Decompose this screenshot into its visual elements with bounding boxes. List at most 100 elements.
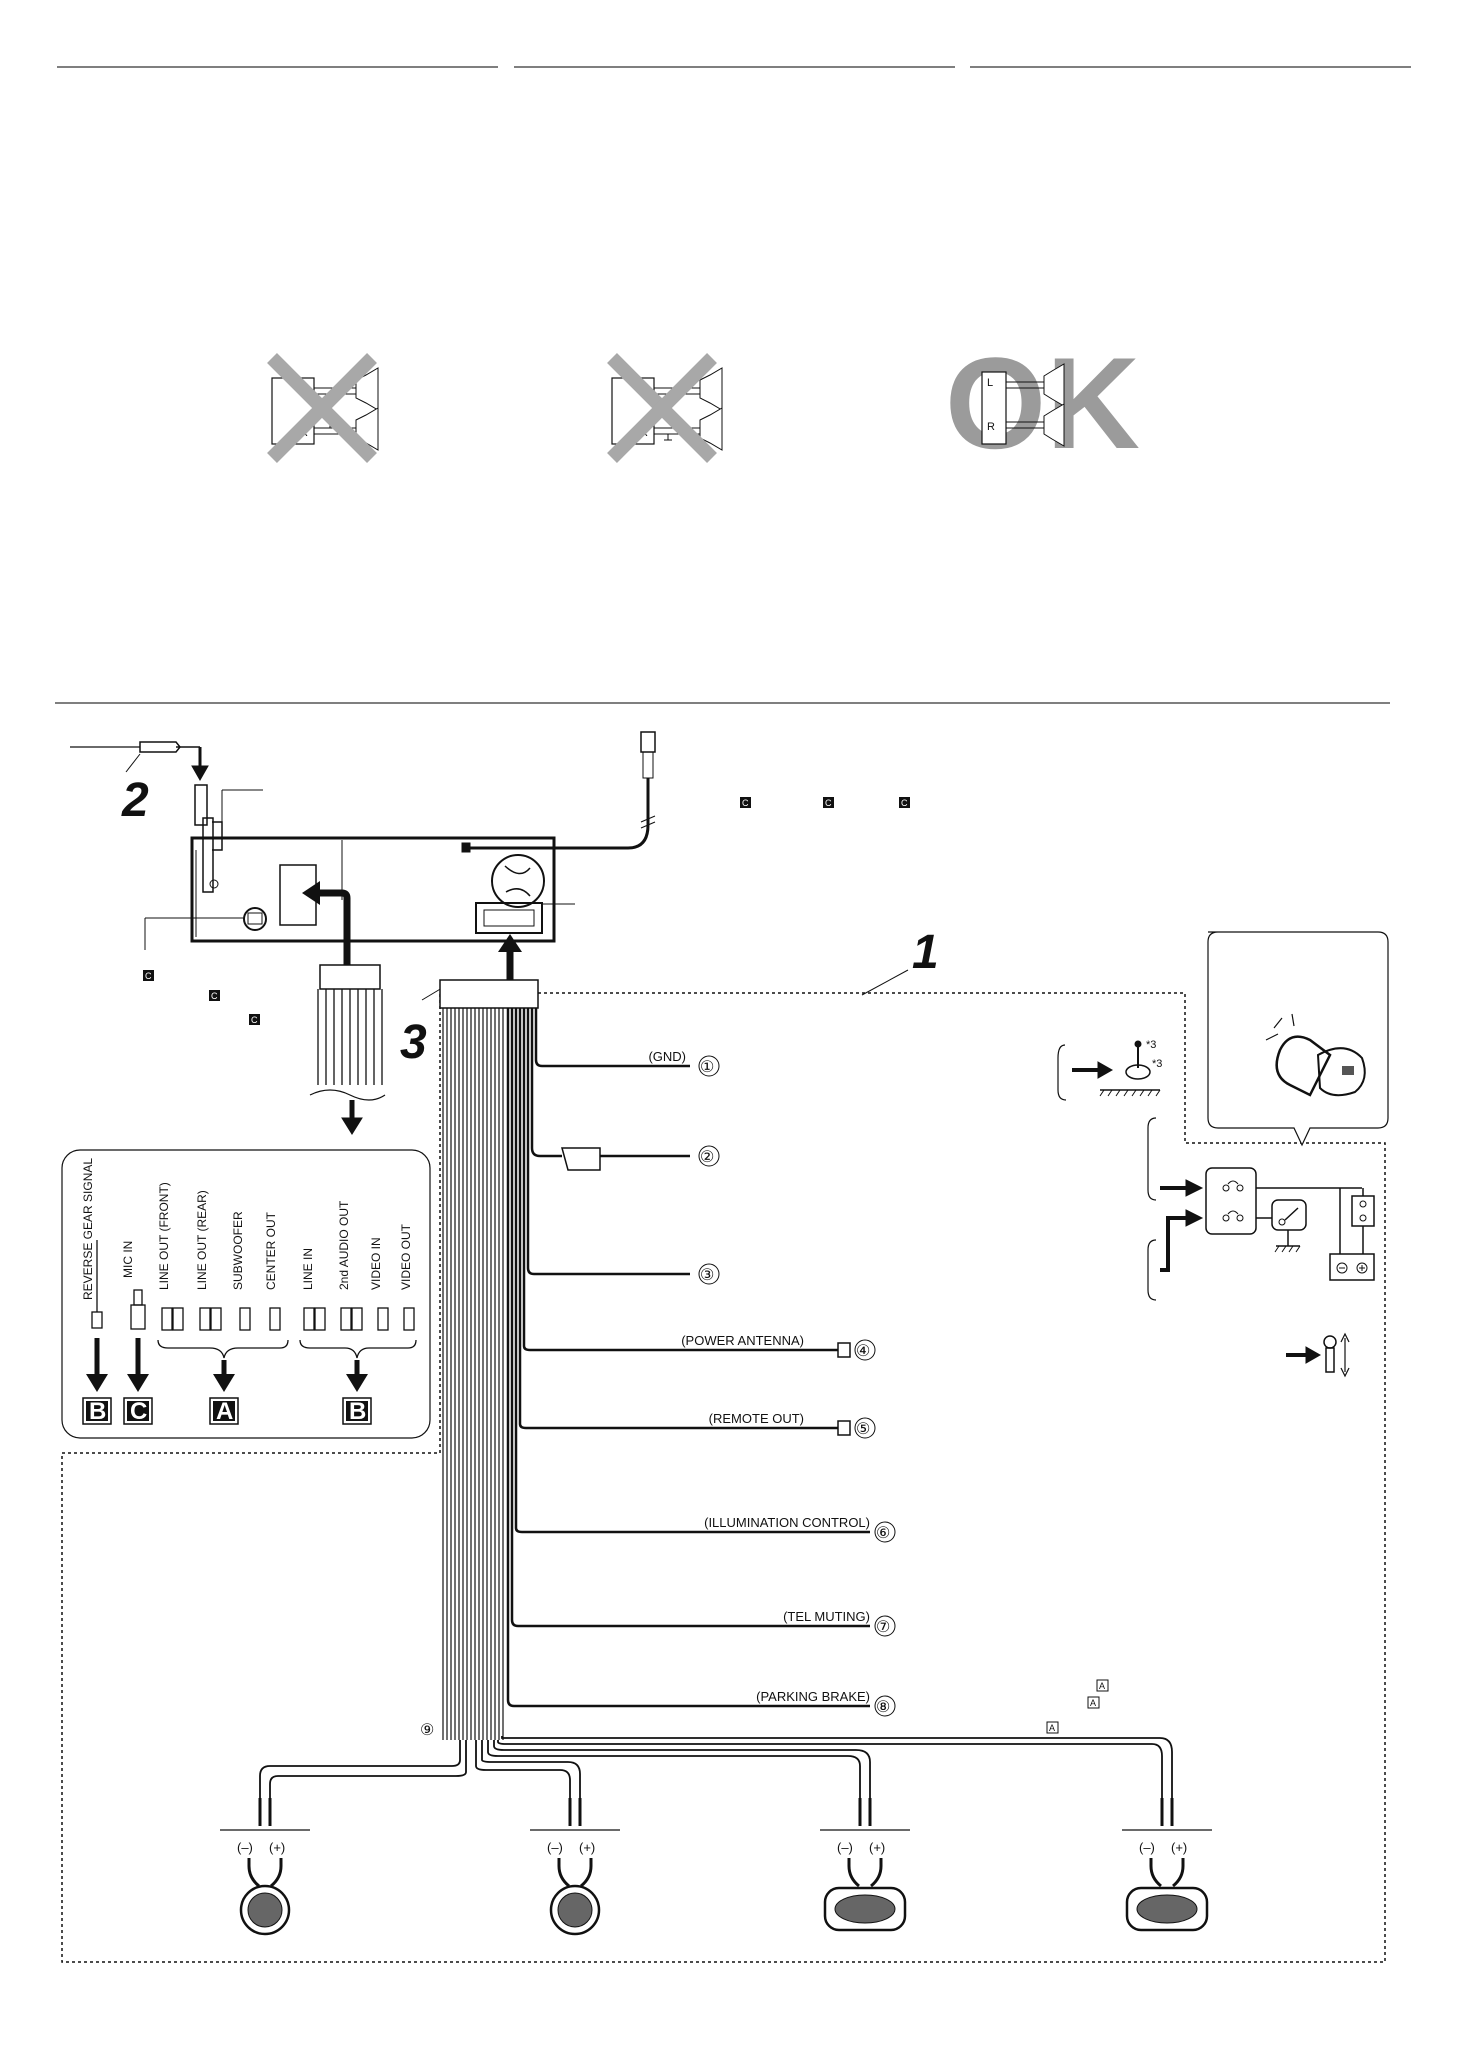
ground-note-marker: *3 [1146,1039,1156,1051]
marker-c: C [825,798,832,808]
rca-plugs [91,1240,417,1359]
marker-a: A [1099,1681,1105,1691]
marker-c: C [901,798,908,808]
wire-number-badge [874,1615,896,1637]
wire-number-badge [698,1055,720,1077]
arrow-right-icon [1305,1346,1322,1364]
wire-label: (POWER ANTENNA) [681,1333,804,1348]
speaker-unit: (–) (+) [1122,1798,1212,1932]
rca-label-list: REVERSE GEAR SIGNAL MIC IN LINE OUT (FRONT… [81,1158,413,1300]
wire-label: (PARKING BRAKE) [756,1689,870,1704]
rca-label: MIC IN [121,1241,135,1278]
wire-number: ④ [856,1343,870,1360]
wrong-connection-2: L R [607,353,723,463]
group-box-b: B [349,1398,366,1425]
polarity-positive: (+) [1171,1840,1187,1855]
marker-c: C [251,1015,258,1025]
ground-note-marker: *3 [1152,1058,1162,1070]
polarity-negative: (–) [1139,1840,1155,1855]
speaker-wires [259,1736,1173,1798]
arrow-right-icon [1185,1209,1204,1227]
wire-number: ⑧ [876,1699,890,1716]
arrow-left-icon [302,881,320,905]
brake-switch [1286,1332,1350,1378]
group-box-b: B [89,1398,106,1425]
ok-mark: OK [945,330,1140,476]
wire-number-badge [698,1263,720,1285]
wire-number-badge [698,1145,720,1167]
marker-c: C [742,798,749,808]
aux-cable [461,731,656,853]
group-box-a: A [216,1398,233,1425]
right-channel-label: R [987,421,995,433]
wire-label: (GND) [648,1049,686,1064]
wire-number-badge [854,1417,876,1439]
main-harness [439,979,870,1740]
rca-label: LINE OUT (FRONT) [157,1182,171,1290]
step-3-number: 3 [400,1016,427,1069]
marker-a: A [1090,1698,1096,1708]
arrow-down-icon [341,1117,363,1135]
speaker-icon [1043,403,1065,447]
speaker-unit: (–) (+) [530,1798,620,1936]
c-markers: C C C C C C [143,797,910,1025]
wire-label: (TEL MUTING) [783,1609,870,1624]
wire-number: ⑦ [876,1619,890,1636]
polarity-positive: (+) [869,1840,885,1855]
group-boxes: B C A B [82,1397,372,1425]
wire-number-badge [874,1695,896,1717]
wire-number-badge [874,1521,896,1543]
arrow-right-icon [1097,1061,1114,1079]
arrow-down-icon [191,765,209,782]
wrong-connection-1: L R [267,353,379,463]
polarity-negative: (–) [837,1840,853,1855]
wire-label: (REMOTE OUT) [709,1411,804,1426]
arrow-up-icon [498,934,522,952]
rca-label: LINE OUT (REAR) [195,1190,209,1290]
left-channel-label: L [987,377,993,389]
rca-harness [61,964,431,1439]
rca-label: SUBWOOFER [231,1211,245,1290]
antenna-plug [70,741,209,826]
wire-number: ③ [700,1267,714,1284]
speaker-unit: (–) (+) [220,1798,310,1936]
wire-number: ① [700,1059,714,1076]
rca-label: LINE IN [301,1248,315,1290]
wire-number: ⑥ [876,1525,890,1542]
marker-c: C [211,991,218,1001]
ignition-panel [1207,931,1389,1147]
group-arrows [86,1338,368,1392]
harness-enclosure [61,992,1386,1963]
ground-connection [1057,1040,1161,1101]
rca-label: VIDEO OUT [399,1223,413,1290]
a-markers: A A A [1046,1679,1109,1734]
rca-label: REVERSE GEAR SIGNAL [81,1158,95,1300]
rca-label: VIDEO IN [369,1237,383,1290]
wire-number-badge [854,1339,876,1361]
group-box-c: C [130,1398,147,1425]
fan-icon [491,854,545,908]
marker-a: A [1049,1723,1055,1733]
polarity-positive: (+) [269,1840,285,1855]
rca-label: CENTER OUT [264,1211,278,1290]
arrow-right-icon [1185,1179,1204,1197]
step-1-number: 1 [912,926,939,979]
polarity-negative: (–) [237,1840,253,1855]
head-unit [144,789,575,950]
polarity-positive: (+) [579,1840,595,1855]
connector-arrows [302,881,522,980]
speaker-list: (–) (+) (–) (+) (–) (+) (–) (+) [220,1798,1212,1936]
rca-label: 2nd AUDIO OUT [337,1200,351,1290]
wire-label: (ILLUMINATION CONTROL) [704,1515,870,1530]
polarity-negative: (–) [547,1840,563,1855]
correct-connection: OK L R [945,330,1140,476]
step-2-number: 2 [121,774,149,827]
column-rules [55,66,1411,704]
fuse-battery [1147,1117,1375,1301]
speaker-wire-number: ⑨ [420,1722,434,1739]
marker-c: C [145,971,152,981]
wire-label-list: (GND)①②③(POWER ANTENNA)④(REMOTE OUT)⑤(IL… [648,1049,896,1717]
wire-number: ② [700,1149,714,1166]
